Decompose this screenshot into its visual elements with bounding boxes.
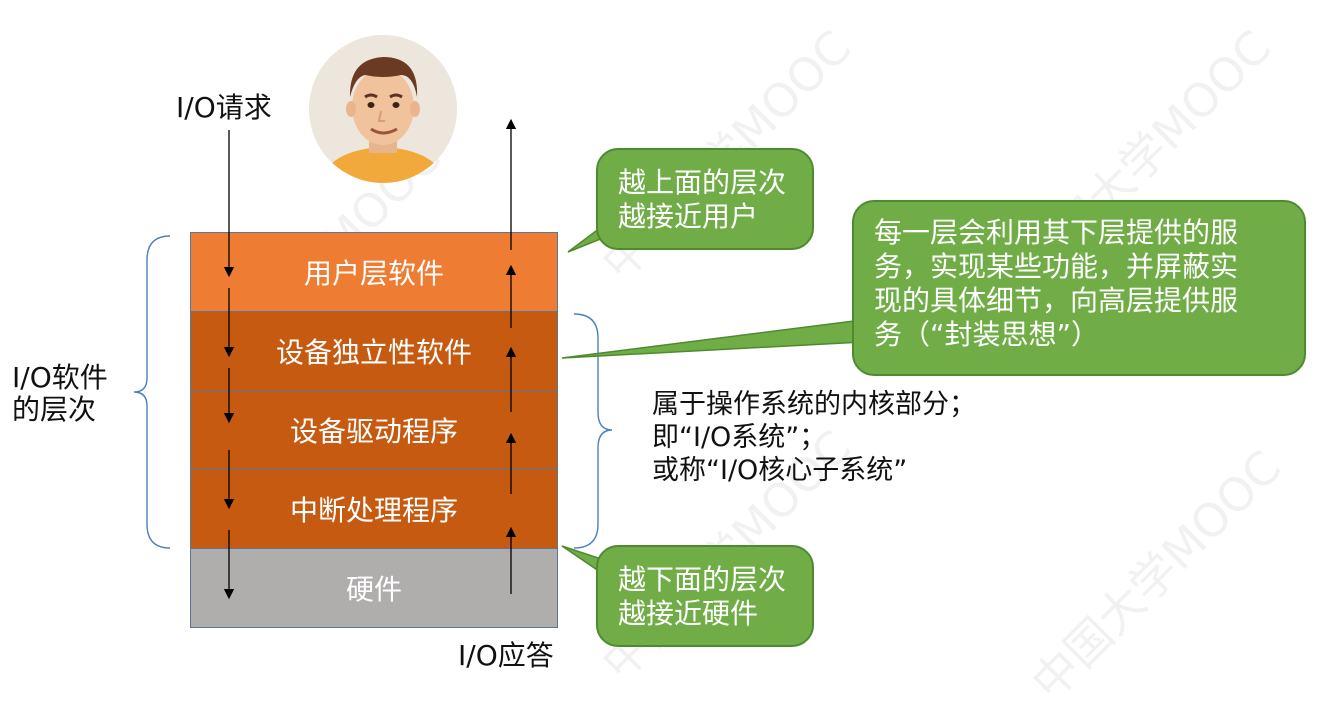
callout-middle-line1: 每一层会利用其下层提供的服: [874, 216, 1239, 249]
kernel-note-line1: 属于操作系统的内核部分；: [652, 389, 976, 420]
right-bracket: [573, 313, 613, 549]
io-software-levels-line2: 的层次: [12, 393, 97, 426]
callout-top-line1: 越上面的层次: [618, 166, 787, 199]
callout-bottom: 越下面的层次 越接近硬件: [596, 545, 814, 647]
callout-bottom-line2: 越接近硬件: [618, 597, 759, 630]
kernel-note-line3: 或称“I/O核心子系统”: [652, 455, 908, 486]
io-response-label: I/O应答: [458, 639, 554, 672]
callout-middle-line2: 务，实现某些功能，并屏蔽实: [874, 250, 1239, 283]
callout-middle-tail: [561, 319, 863, 359]
callout-middle: 每一层会利用其下层提供的服 务，实现某些功能，并屏蔽实 现的具体细节，向高层提供…: [852, 200, 1306, 376]
io-software-levels-line1: I/O软件: [12, 361, 108, 394]
left-bracket: [133, 235, 171, 549]
layer-device-driver: 设备驱动程序: [190, 390, 558, 470]
io-software-levels-label: I/O软件 的层次: [12, 362, 108, 426]
callout-top-line2: 越接近用户: [618, 200, 759, 233]
callout-middle-line4: 务（“封装思想”）: [874, 318, 1100, 351]
kernel-note-line2: 即“I/O系统”；: [652, 422, 827, 453]
callout-top: 越上面的层次 越接近用户: [596, 148, 814, 250]
layer-device-independent-software: 设备独立性软件: [190, 311, 558, 391]
callout-middle-line3: 现的具体细节，向高层提供服: [874, 284, 1239, 317]
layer-hardware: 硬件: [190, 548, 558, 628]
layer-user-software: 用户层软件: [190, 232, 558, 312]
io-request-label: I/O请求: [176, 91, 272, 124]
kernel-note: 属于操作系统的内核部分； 即“I/O系统”； 或称“I/O核心子系统”: [652, 388, 976, 487]
user-avatar: [309, 35, 457, 183]
callout-bottom-line1: 越下面的层次: [618, 563, 787, 596]
